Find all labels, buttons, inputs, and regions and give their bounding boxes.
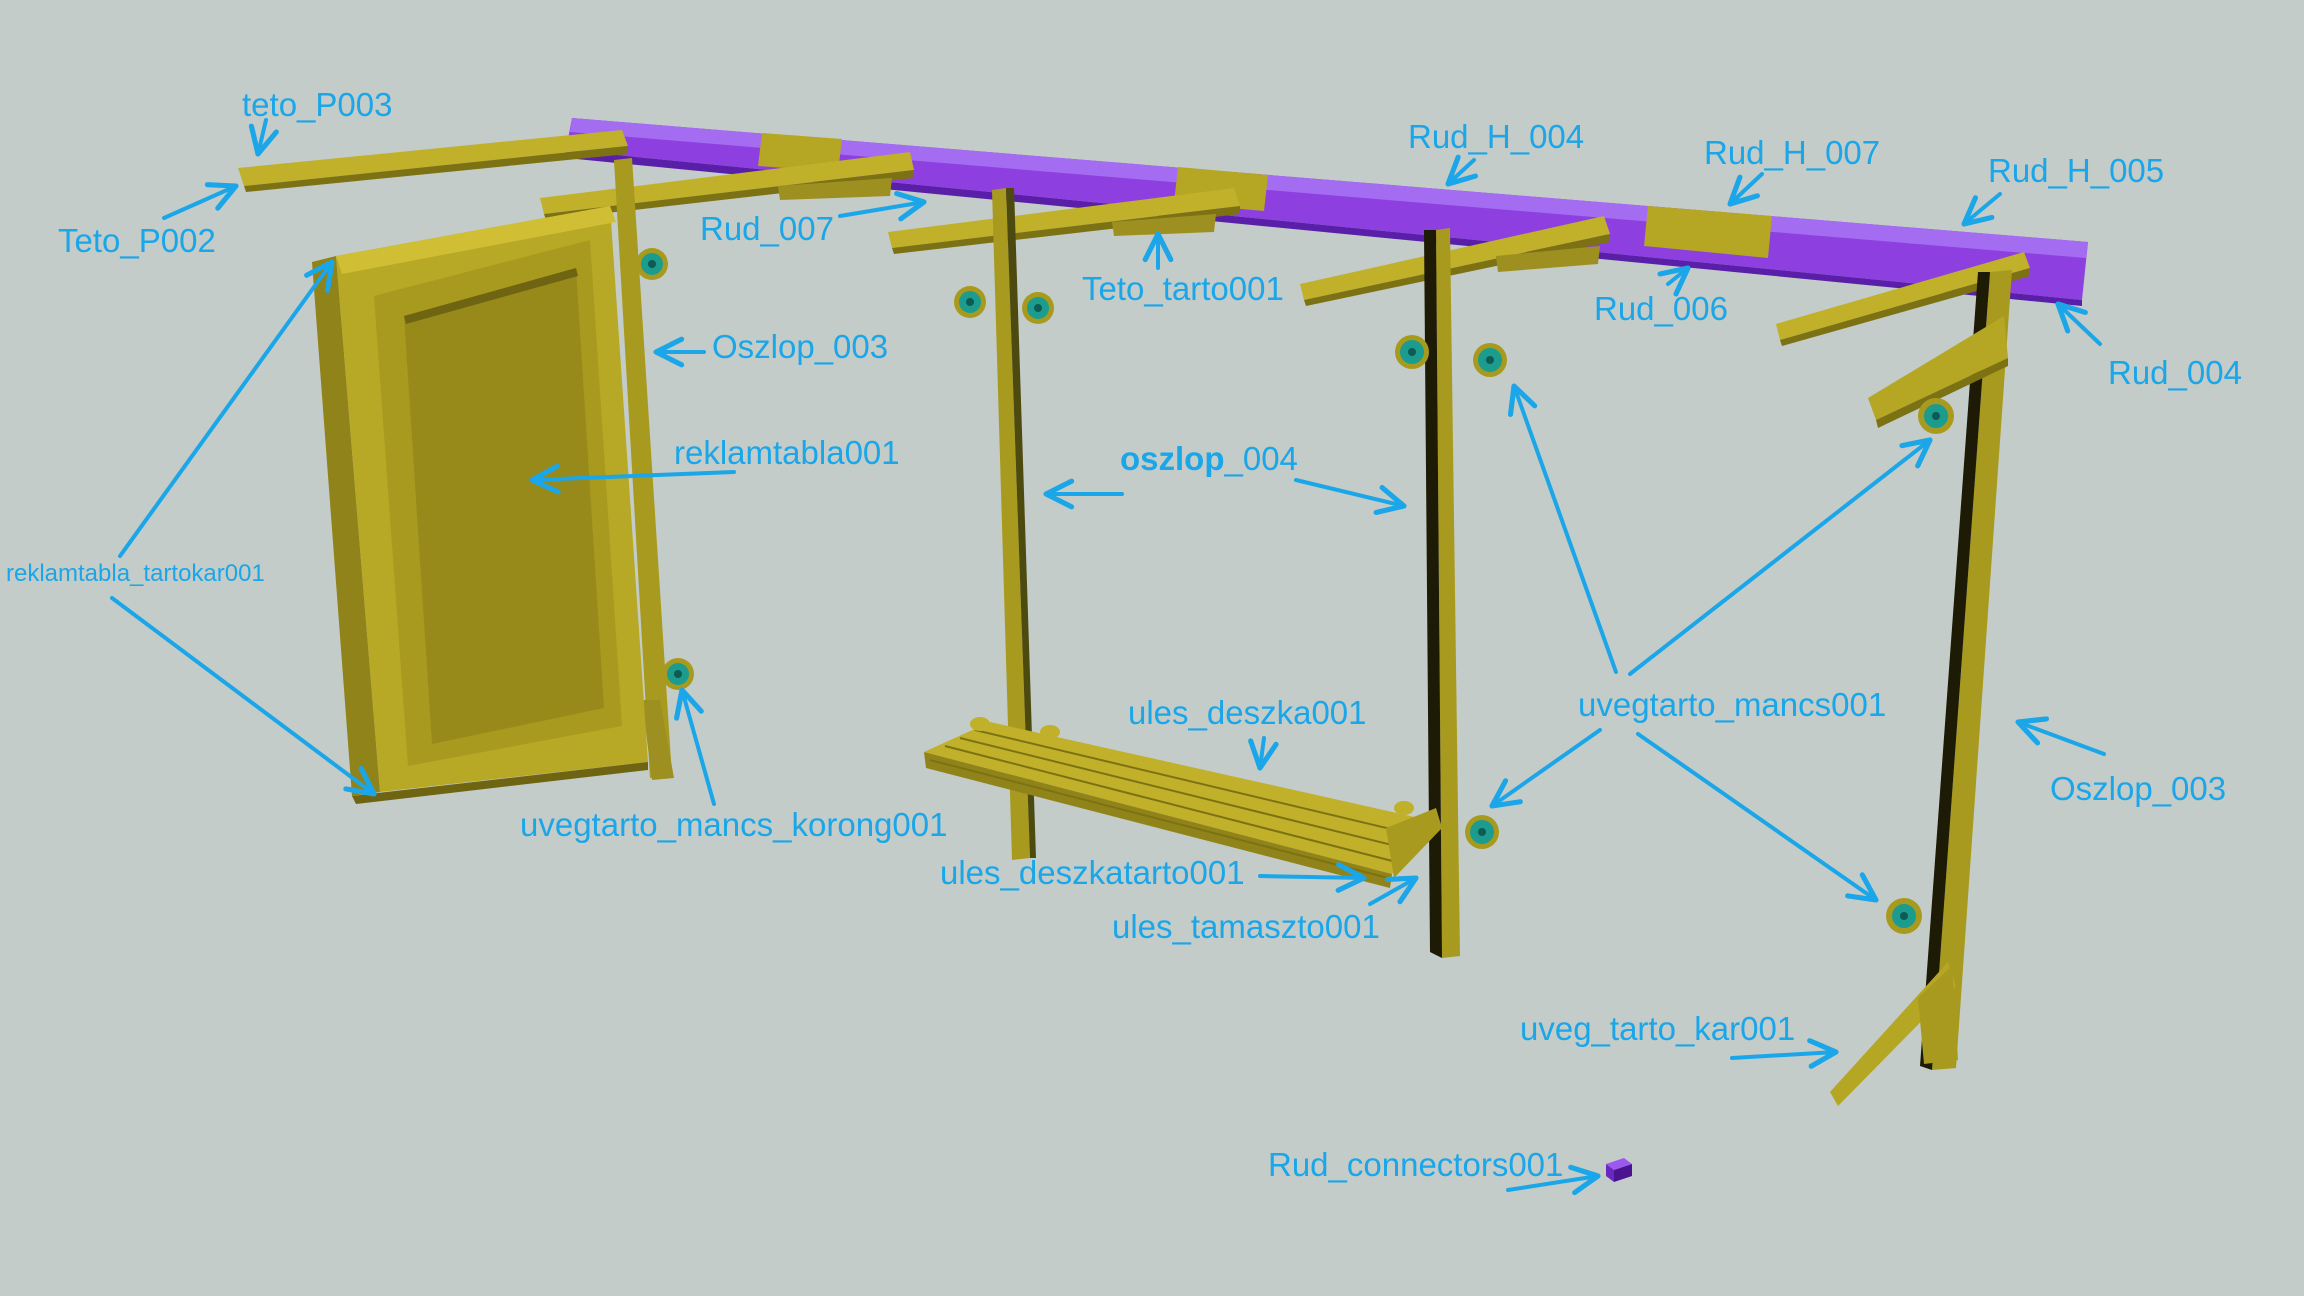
- arrow-mancs-up-left: [1507, 383, 1618, 674]
- arrow-rud-connectors001: [1506, 1164, 1601, 1196]
- rud-connector-cube: [1606, 1158, 1632, 1182]
- label-reklamtabla001: reklamtabla001: [674, 434, 900, 471]
- label-teto-tarto001: Teto_tarto001: [1082, 270, 1284, 307]
- label-oszlop-004-bold: oszlop: [1120, 440, 1225, 477]
- label-rud-h-007: Rud_H_007: [1704, 134, 1881, 171]
- label-ules-tamaszto001: ules_tamaszto001: [1112, 908, 1380, 945]
- arrow-rud-004: [2055, 301, 2102, 346]
- label-teto-p003: teto_P003: [242, 86, 393, 123]
- label-oszlop-003-left: Oszlop_003: [712, 328, 889, 365]
- label-uvegtarto-mancs-korong001: uvegtarto_mancs_korong001: [520, 806, 948, 843]
- glass-holder-clamps: [636, 248, 1954, 934]
- label-reklamtabla-tartokar001: reklamtabla_tartokar001: [6, 560, 265, 587]
- arrow-mancs-down-right: [1636, 732, 1879, 903]
- posts: [614, 158, 2012, 1106]
- arrow-oszlop-003-right: [2015, 716, 2106, 756]
- arrow-uveg-tarto-kar001: [1730, 1038, 1839, 1069]
- arrow-tartokar-lower: [110, 596, 377, 797]
- roof-slats: [238, 130, 2030, 346]
- label-rud-006: Rud_006: [1594, 290, 1728, 327]
- arrow-ules-deszkatarto001: [1258, 862, 1367, 893]
- label-ules-deszka001: ules_deszka001: [1128, 694, 1367, 731]
- arrow-reklamtabla001: [529, 463, 736, 495]
- top-rail-rud-h: [566, 118, 2088, 306]
- label-oszlop-003-right: Oszlop_003: [2050, 770, 2227, 807]
- label-uvegtarto-mancs001: uvegtarto_mancs001: [1578, 686, 1887, 723]
- label-oszlop-004: oszlop_004: [1120, 442, 1298, 475]
- label-rud-h-005: Rud_H_005: [1988, 152, 2165, 189]
- arrow-rud-007: [838, 191, 927, 222]
- billboard: [312, 206, 648, 804]
- arrow-rud-h-004: [1445, 154, 1479, 187]
- arrow-ules-deszka001: [1248, 736, 1279, 771]
- label-uveg-tarto-kar001: uveg_tarto_kar001: [1520, 1010, 1796, 1047]
- label-teto-p002: Teto_P002: [58, 222, 216, 259]
- arrow-korong001: [674, 687, 716, 806]
- arrow-teto-p002: [162, 182, 239, 220]
- arrow-mancs-down-left: [1489, 728, 1602, 809]
- label-ules-deszkatarto001: ules_deszkatarto001: [940, 854, 1245, 891]
- arrow-mancs-up-right: [1628, 437, 1933, 676]
- arrow-rud-h-007: [1727, 172, 1764, 207]
- arrow-rud-006: [1657, 265, 1691, 297]
- arrow-oszlop-004-right: [1294, 478, 1407, 516]
- label-rud-connectors001: Rud_connectors001: [1268, 1146, 1564, 1183]
- label-rud-004: Rud_004: [2108, 354, 2242, 391]
- label-rud-h-004: Rud_H_004: [1408, 118, 1585, 155]
- arrow-teto-p003: [248, 118, 279, 157]
- callout-arrows: [110, 118, 2106, 1196]
- arrow-ules-tamaszto001: [1368, 875, 1419, 906]
- label-oszlop-004-rest: _004: [1224, 440, 1298, 477]
- bench: [924, 717, 1442, 888]
- arrow-rud-h-005: [1961, 192, 2002, 227]
- arrow-tartokar-upper: [118, 259, 335, 558]
- label-rud-007: Rud_007: [700, 210, 834, 247]
